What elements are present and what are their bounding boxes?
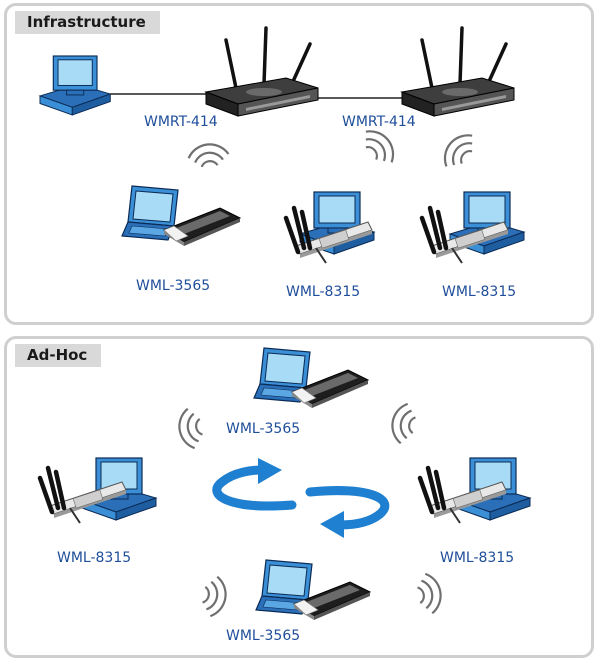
device-label: WML-8315 bbox=[440, 550, 515, 566]
wifi-icon bbox=[175, 405, 206, 452]
circular-arrows-icon bbox=[212, 458, 390, 538]
device-label: WML-8315 bbox=[57, 550, 132, 566]
device-label: WML-8315 bbox=[442, 284, 517, 300]
wifi-icon bbox=[436, 127, 481, 174]
wifi-icon bbox=[357, 123, 402, 170]
device-label: WML-8315 bbox=[286, 284, 361, 300]
wifi-icon bbox=[414, 570, 445, 617]
wifi-icon bbox=[199, 573, 230, 620]
device-label: WML-3565 bbox=[226, 628, 301, 644]
router-icon-left bbox=[204, 26, 320, 118]
wifi-icon bbox=[186, 141, 231, 170]
router-label: WMRT-414 bbox=[144, 114, 218, 130]
wifi-icon bbox=[388, 400, 419, 447]
infrastructure-tab: Infrastructure bbox=[15, 11, 160, 34]
router-icon-right bbox=[400, 26, 516, 118]
device-label: WML-3565 bbox=[226, 421, 301, 437]
device-label: WML-3565 bbox=[136, 278, 211, 294]
infrastructure-panel: Infrastructure bbox=[4, 3, 594, 325]
adhoc-tab: Ad-Hoc bbox=[15, 344, 102, 367]
desktop-pc-icon bbox=[39, 55, 111, 116]
router-label: WMRT-414 bbox=[342, 114, 416, 130]
